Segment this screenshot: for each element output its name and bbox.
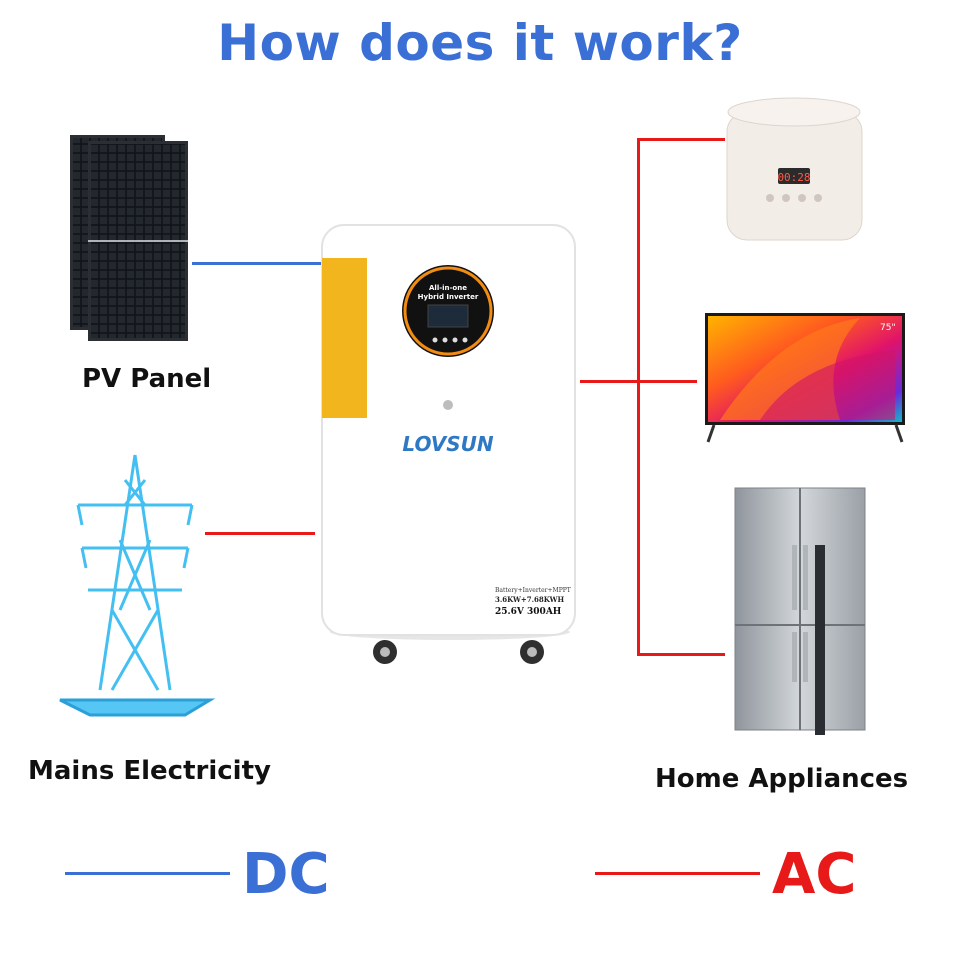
- tower-icon: [59, 454, 216, 717]
- ac-legend-line: [595, 872, 760, 875]
- rice-cooker-icon: [726, 97, 863, 241]
- pv-panel-label: PV Panel: [82, 364, 212, 394]
- dc-line-pv: [192, 262, 322, 265]
- tv-icon: [705, 313, 905, 443]
- mains-label: Mains Electricity: [28, 756, 271, 786]
- ac-legend-label: AC: [772, 842, 857, 907]
- ac-bus-vertical: [637, 138, 640, 656]
- ac-line-output: [580, 380, 640, 383]
- spec-line3: 25.6V 300AH: [495, 607, 562, 617]
- ac-line-mains: [205, 532, 315, 535]
- dc-legend-label: DC: [242, 842, 330, 907]
- home-appliances-label: Home Appliances: [655, 764, 909, 794]
- fridge-icon: [734, 487, 866, 735]
- pv-panel-icon: [70, 135, 188, 341]
- dc-legend-line: [65, 872, 230, 875]
- ac-line-tv: [637, 380, 697, 383]
- brand-logo: LOVSUN: [402, 432, 493, 456]
- screen-line2: Hybrid Inverter: [418, 293, 479, 301]
- page-title: How does it work?: [217, 14, 743, 72]
- tv-size-badge: 75": [880, 323, 896, 333]
- cooker-display: 00:28: [777, 171, 810, 184]
- ac-line-cooker: [637, 138, 725, 141]
- screen-line1: All-in-one: [429, 284, 467, 292]
- spec-line1: Battery+Inverter+MPPT: [495, 587, 571, 594]
- ac-line-fridge: [637, 653, 725, 656]
- hybrid-inverter-device: [321, 224, 576, 664]
- spec-line2: 3.6KW+7.68KWH: [495, 595, 564, 604]
